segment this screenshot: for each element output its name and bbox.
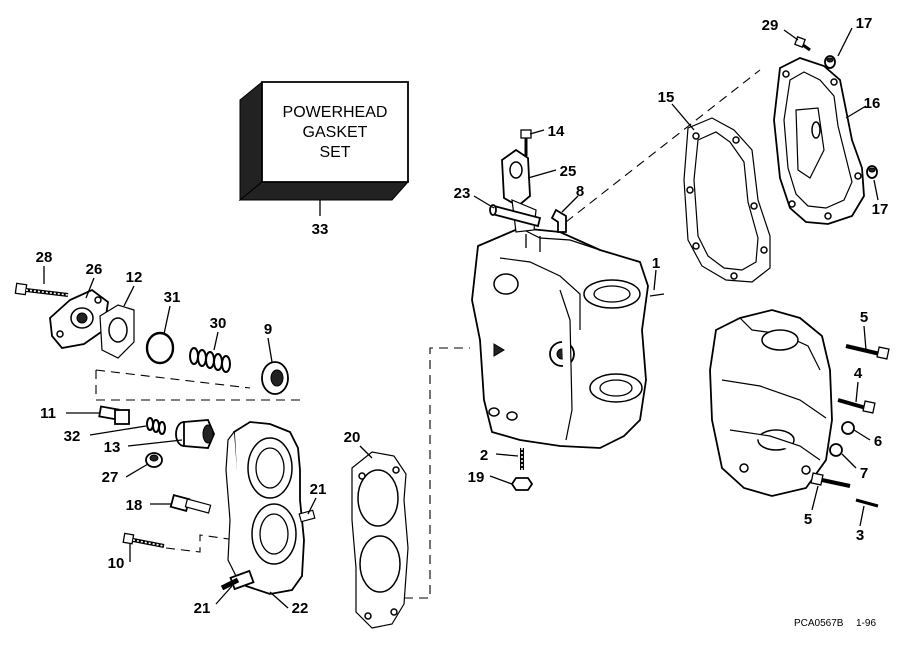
callout-28: 28 — [36, 249, 53, 266]
callout-8: 8 — [576, 183, 584, 200]
callout-27: 27 — [102, 469, 119, 486]
spring-32 — [146, 417, 166, 435]
callout-4: 4 — [854, 365, 863, 382]
nut-19 — [510, 477, 534, 491]
callout-labels: 33 28 26 12 31 30 9 11 32 13 27 18 10 21… — [36, 15, 889, 617]
callout-2: 2 — [480, 447, 488, 464]
bolt-4 — [837, 398, 876, 414]
cylinder-head-22 — [220, 421, 316, 595]
tube-23 — [489, 204, 542, 228]
callout-9: 9 — [264, 321, 272, 338]
callout-18: 18 — [126, 497, 143, 514]
callout-5-lower: 5 — [804, 511, 812, 528]
callout-16: 16 — [864, 95, 881, 112]
leader-lines — [43, 27, 879, 609]
callout-33: 33 — [312, 221, 329, 238]
figure-date: 1-96 — [856, 618, 876, 629]
box-line-2: GASKET — [303, 124, 368, 141]
screw-7 — [829, 443, 843, 457]
callout-22: 22 — [292, 600, 309, 617]
bolt-28 — [14, 282, 69, 297]
callout-1: 1 — [652, 255, 660, 272]
callout-26: 26 — [86, 261, 103, 278]
screw-17-right — [866, 165, 878, 179]
elbow-8 — [550, 208, 567, 233]
footer: PCA0567B 1-96 — [794, 618, 876, 629]
callout-3: 3 — [856, 527, 864, 544]
gasket-set-box: POWERHEAD GASKET SET — [238, 80, 410, 216]
figure-code: PCA0567B — [794, 618, 844, 629]
callout-14: 14 — [548, 123, 565, 140]
bolt-10 — [122, 532, 165, 548]
callout-30: 30 — [210, 315, 227, 332]
bolt-5-lower — [810, 472, 851, 488]
thermostat-9 — [261, 361, 289, 395]
callout-19: 19 — [468, 469, 485, 486]
valve-13 — [175, 419, 215, 449]
callout-32: 32 — [64, 428, 81, 445]
callout-25: 25 — [560, 163, 577, 180]
cylinder-block — [471, 227, 665, 449]
box-line-1: POWERHEAD — [283, 104, 388, 121]
callout-11: 11 — [40, 405, 56, 422]
screw-6 — [841, 421, 855, 435]
callout-21-upper: 21 — [310, 481, 327, 498]
callout-17-top: 17 — [856, 15, 873, 32]
plug-27 — [145, 452, 163, 468]
sensor-18 — [169, 494, 212, 514]
exhaust-gasket-15 — [683, 117, 771, 283]
callout-29: 29 — [762, 17, 779, 34]
callout-23: 23 — [454, 185, 471, 202]
screw-17-top — [824, 55, 836, 69]
callout-31: 31 — [164, 289, 181, 306]
callout-17-right: 17 — [872, 201, 889, 218]
callout-21-lower: 21 — [194, 600, 211, 617]
callout-20: 20 — [344, 429, 361, 446]
thermostat-assembly — [14, 282, 300, 553]
bolt-5-upper — [845, 344, 890, 360]
head-gasket-20 — [351, 451, 409, 629]
pin-3 — [855, 498, 879, 508]
callout-15: 15 — [658, 89, 675, 106]
box-line-3: SET — [319, 144, 350, 161]
fitting-11 — [98, 405, 130, 425]
callout-13: 13 — [104, 439, 121, 456]
exhaust-cover-16 — [773, 57, 865, 225]
callout-6: 6 — [874, 433, 882, 450]
crankcase-half — [709, 309, 833, 497]
callout-12: 12 — [126, 269, 143, 286]
callout-5-upper: 5 — [860, 309, 868, 326]
spring-30 — [189, 347, 231, 373]
callout-10: 10 — [108, 555, 125, 572]
o-ring-31 — [145, 331, 175, 365]
callout-7: 7 — [860, 465, 868, 482]
